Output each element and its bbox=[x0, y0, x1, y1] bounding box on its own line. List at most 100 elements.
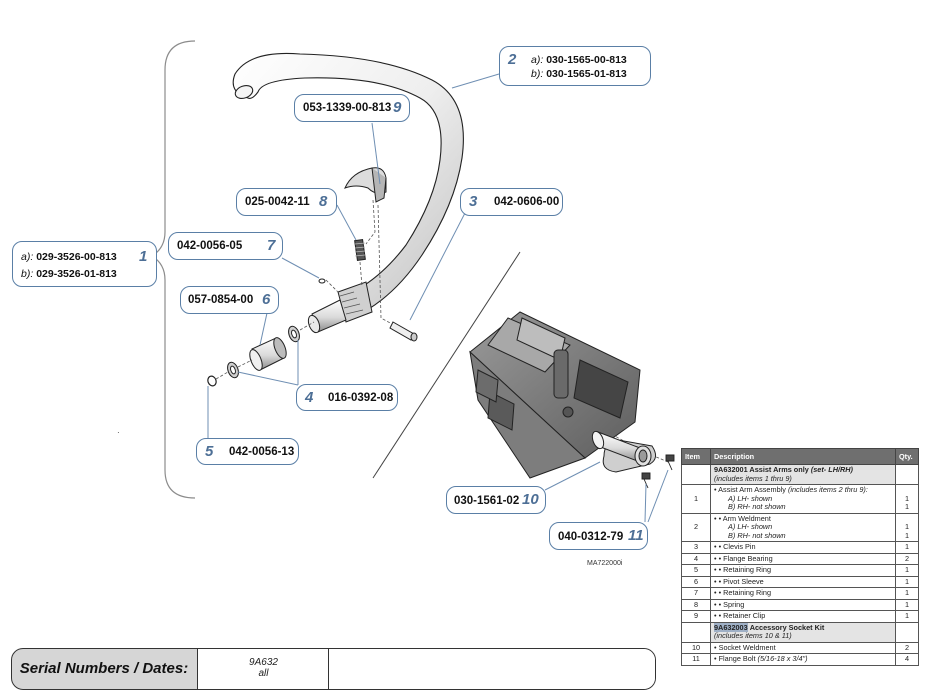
parts-table: Item Description Qty. 9A632001 Assist Ar… bbox=[681, 448, 919, 666]
callout-4-number: 4 bbox=[305, 389, 314, 406]
cell-item: 9 bbox=[681, 610, 711, 623]
cell-qty: 1 bbox=[895, 564, 919, 577]
callout-item-4: 4 016-0392-08 bbox=[296, 384, 398, 411]
table-row: 1 • Assist Arm Assembly (includes items … bbox=[681, 484, 919, 514]
cell-item: 10 bbox=[681, 641, 711, 654]
callout-6-number: 6 bbox=[262, 291, 271, 308]
callout-item-10: 030-1561-02 10 bbox=[446, 486, 546, 514]
callout-item-5: 5 042-0056-13 bbox=[196, 438, 299, 465]
cell-item: 11 bbox=[681, 653, 711, 666]
callout-item-6: 057-0854-00 6 bbox=[180, 286, 279, 314]
cell-description: 9A632003 Accessory Socket Kit (includes … bbox=[710, 621, 896, 643]
socket-weldment bbox=[591, 430, 656, 473]
cell-description: • • Clevis Pin bbox=[710, 541, 896, 554]
callout-1-line-a: a): 029-3526-00-813 bbox=[21, 251, 117, 263]
serial-numbers-bar: Serial Numbers / Dates: 9A632 all bbox=[11, 648, 656, 690]
retaining-ring-small bbox=[318, 278, 326, 284]
col-qty: Qty. bbox=[895, 448, 919, 465]
cell-qty: 1 bbox=[895, 587, 919, 600]
stray-mark: · bbox=[117, 428, 120, 437]
col-description: Description bbox=[710, 448, 896, 465]
table-row: 9 • • Retainer Clip 1 bbox=[681, 610, 919, 623]
cell-qty: 2 bbox=[895, 552, 919, 565]
callout-item-9: 053-1339-00-813 9 bbox=[294, 94, 410, 122]
cell-item: 1 bbox=[681, 484, 711, 514]
table-row: 11 • Flange Bolt (5/16-18 x 3/4") 4 bbox=[681, 653, 919, 666]
table-row: 4 • • Flange Bearing 2 bbox=[681, 552, 919, 565]
callout-3-part-number: 042-0606-00 bbox=[494, 196, 560, 208]
callout-11-number: 11 bbox=[628, 527, 644, 544]
cell-qty: 4 bbox=[895, 653, 919, 666]
callout-1-line-b: b): 029-3526-01-813 bbox=[21, 268, 117, 280]
figure-id: MA722000i bbox=[587, 560, 623, 567]
cell-description: • • Pivot Sleeve bbox=[710, 575, 896, 588]
serial-model: 9A632 bbox=[249, 657, 278, 668]
table-row: 3 • • Clevis Pin 1 bbox=[681, 541, 919, 554]
callout-10-number: 10 bbox=[522, 491, 539, 508]
cell-description: 9A632001 Assist Arms only (set- LH/RH) (… bbox=[710, 464, 896, 485]
separator-line bbox=[372, 251, 521, 479]
table-row: 10 • Socket Weldment 2 bbox=[681, 641, 919, 654]
callout-item-3: 3 042-0606-00 bbox=[460, 188, 563, 216]
serial-range: all bbox=[258, 668, 269, 679]
cell-description: • Assist Arm Assembly (includes items 2 … bbox=[710, 484, 896, 514]
callout-5-number: 5 bbox=[205, 443, 214, 460]
cell-description: • • Arm Weldment A) LH- shown B) RH- not… bbox=[710, 512, 896, 542]
leader-lines bbox=[207, 73, 669, 523]
assembly-bracket bbox=[150, 40, 196, 499]
callout-item-2: 2 a): 030-1565-00-813 b): 030-1565-01-81… bbox=[499, 46, 651, 86]
cell-qty: 1 bbox=[895, 541, 919, 554]
clevis-pin bbox=[389, 321, 418, 342]
flange-bearing-lower bbox=[227, 361, 239, 379]
cell-description: • • Retainer Clip bbox=[710, 610, 896, 623]
spring bbox=[354, 238, 366, 262]
cell-description: • • Spring bbox=[710, 598, 896, 611]
callout-item-7: 042-0056-05 7 bbox=[168, 232, 283, 260]
cell-item: 7 bbox=[681, 587, 711, 600]
retaining-ring-large bbox=[207, 375, 217, 387]
callout-8-number: 8 bbox=[319, 193, 328, 210]
cell-description: • Flange Bolt (5/16-18 x 3/4") bbox=[710, 653, 896, 666]
cell-item: 6 bbox=[681, 575, 711, 588]
cell-qty: 2 bbox=[895, 641, 919, 654]
callout-11-part-number: 040-0312-79 bbox=[558, 531, 624, 543]
cell-item: 4 bbox=[681, 552, 711, 565]
serial-numbers-label: Serial Numbers / Dates: bbox=[19, 660, 189, 677]
callout-1-number: 1 bbox=[139, 248, 148, 265]
table-row: 9A632001 Assist Arms only (set- LH/RH) (… bbox=[681, 464, 919, 485]
serial-model-cell: 9A632 all bbox=[197, 649, 329, 689]
callout-2-number: 2 bbox=[508, 51, 517, 68]
pivot-sleeve bbox=[249, 337, 287, 371]
callout-6-part-number: 057-0854-00 bbox=[188, 294, 254, 306]
table-row: 6 • • Pivot Sleeve 1 bbox=[681, 575, 919, 588]
callout-7-number: 7 bbox=[267, 237, 276, 254]
table-row: 2 • • Arm Weldment A) LH- shown B) RH- n… bbox=[681, 512, 919, 542]
callout-2-line-b: b): 030-1565-01-813 bbox=[531, 68, 627, 80]
flange-bolts bbox=[641, 454, 675, 489]
table-row: 9A632003 Accessory Socket Kit (includes … bbox=[681, 621, 919, 643]
cell-item: 3 bbox=[681, 541, 711, 554]
chair-frame bbox=[469, 311, 641, 479]
cell-item: 5 bbox=[681, 564, 711, 577]
cell-description: • • Retaining Ring bbox=[710, 564, 896, 577]
callout-8-part-number: 025-0042-11 bbox=[245, 196, 310, 208]
parts-table-header: Item Description Qty. bbox=[681, 448, 919, 465]
flange-bearing-upper bbox=[288, 325, 300, 343]
pivot-shaft bbox=[307, 281, 373, 334]
callout-10-part-number: 030-1561-02 bbox=[454, 495, 520, 507]
cell-qty bbox=[895, 464, 919, 485]
serial-empty-cell bbox=[328, 649, 655, 689]
callout-7-part-number: 042-0056-05 bbox=[177, 240, 243, 252]
cell-item bbox=[681, 464, 711, 485]
cell-description: • • Retaining Ring bbox=[710, 587, 896, 600]
cell-qty bbox=[895, 621, 919, 643]
callout-9-part-number: 053-1339-00-813 bbox=[303, 102, 392, 114]
cell-qty: 1 bbox=[895, 598, 919, 611]
table-row: 7 • • Retaining Ring 1 bbox=[681, 587, 919, 600]
retainer-clip bbox=[344, 167, 387, 203]
callout-4-part-number: 016-0392-08 bbox=[328, 392, 394, 404]
cell-qty: 1 bbox=[895, 610, 919, 623]
table-row: 5 • • Retaining Ring 1 bbox=[681, 564, 919, 577]
